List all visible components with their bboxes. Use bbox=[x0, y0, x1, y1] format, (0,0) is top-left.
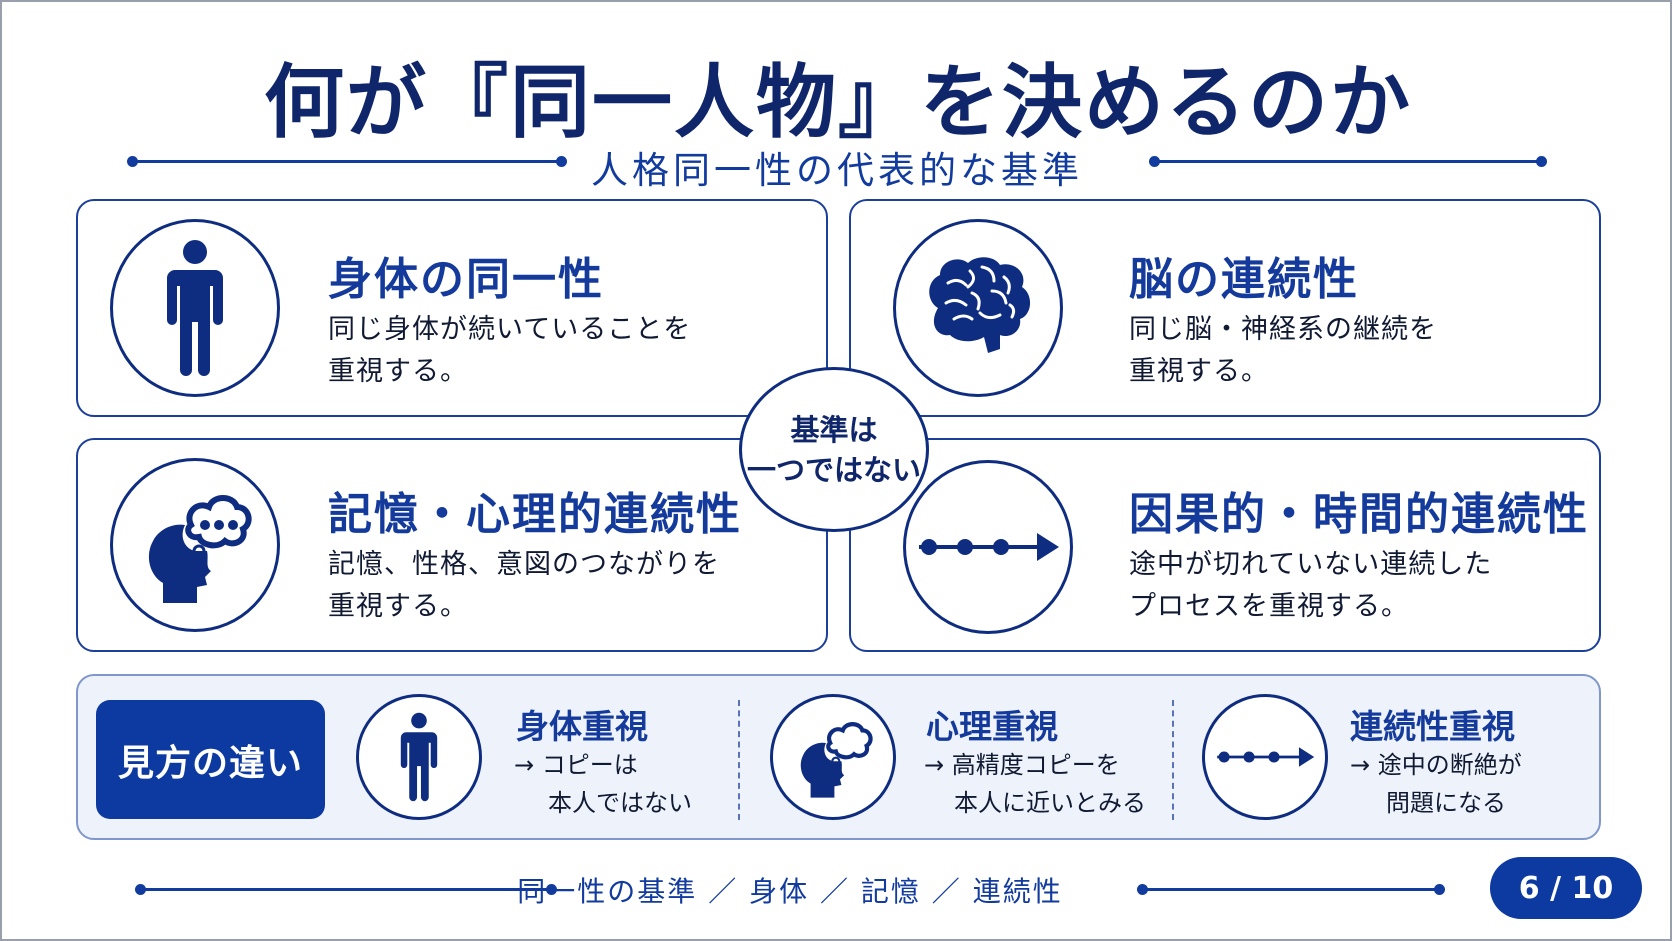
perspective-desc: → 高精度コピーを 本人に近いとみる bbox=[924, 746, 1146, 822]
brain-icon bbox=[893, 219, 1063, 397]
card-desc-line: 同じ身体が続いていることを bbox=[328, 314, 692, 345]
card-desc: 同じ身体が続いていることを 重視する。 bbox=[328, 309, 691, 393]
perspective-desc-line: 本人ではない bbox=[548, 789, 692, 817]
subtitle-left-rule bbox=[127, 156, 567, 167]
card-desc-line: 記憶、性格、意図のつながりを bbox=[328, 549, 720, 580]
divider bbox=[738, 700, 740, 820]
center-badge-line: 基準は bbox=[790, 412, 878, 447]
card-title: 脳の連続性 bbox=[1129, 254, 1359, 305]
footer-right-rule bbox=[1137, 884, 1445, 895]
perspective-desc-line: 本人に近いとみる bbox=[954, 789, 1146, 817]
head-thought-icon bbox=[770, 694, 896, 820]
card-desc-line: 重視する。 bbox=[328, 591, 468, 622]
card-desc-line: 重視する。 bbox=[1129, 356, 1269, 387]
perspective-desc: → 途中の断絶が 問題になる bbox=[1350, 746, 1522, 822]
timeline-arrow-icon bbox=[1202, 694, 1328, 820]
perspective-desc-line: → 途中の断絶が bbox=[1350, 751, 1522, 779]
head-thought-icon bbox=[110, 458, 280, 632]
card-desc: 途中が切れていない連続した プロセスを重視する。 bbox=[1129, 544, 1492, 628]
subtitle-row: 人格同一性の代表的な基準 bbox=[127, 140, 1547, 192]
card-title: 記憶・心理的連続性 bbox=[328, 489, 742, 540]
subtitle-right-rule bbox=[1149, 156, 1547, 167]
divider bbox=[1172, 700, 1174, 820]
timeline-arrow-icon bbox=[903, 460, 1073, 634]
perspective-desc-line: → 高精度コピーを bbox=[924, 751, 1120, 779]
person-icon bbox=[356, 694, 482, 820]
card-title: 因果的・時間的連続性 bbox=[1129, 489, 1589, 540]
footer-left-rule bbox=[135, 884, 557, 895]
footer: 同一性の基準 ／ 身体 ／ 記憶 ／ 連続性 bbox=[135, 870, 1445, 910]
perspective-desc-line: → コピーは bbox=[514, 751, 638, 779]
perspective-label: 見方の違い bbox=[96, 700, 325, 819]
page-title: 何が『同一人物』を決めるのか bbox=[264, 56, 1412, 149]
page-indicator: 6 / 10 bbox=[1490, 857, 1642, 919]
center-badge-line: 一つではない bbox=[746, 452, 921, 487]
card-desc-line: 途中が切れていない連続した bbox=[1129, 549, 1493, 580]
card-desc: 同じ脳・神経系の継続を 重視する。 bbox=[1129, 309, 1437, 393]
perspective-panel: 見方の違い 身体重視 → コピーは 本人ではない 心理重視 → 高精度コピーを … bbox=[76, 674, 1601, 840]
perspective-desc-line: 問題になる bbox=[1386, 789, 1506, 817]
person-icon bbox=[110, 219, 280, 397]
subtitle: 人格同一性の代表的な基準 bbox=[591, 149, 1083, 192]
center-badge: 基準は 一つではない bbox=[739, 367, 929, 532]
perspective-desc: → コピーは 本人ではない bbox=[514, 746, 692, 822]
card-desc: 記憶、性格、意図のつながりを 重視する。 bbox=[328, 544, 720, 628]
perspective-title: 身体重視 bbox=[516, 707, 648, 746]
card-title: 身体の同一性 bbox=[328, 254, 604, 305]
perspective-title: 心理重視 bbox=[926, 707, 1058, 746]
card-desc-line: プロセスを重視する。 bbox=[1129, 591, 1409, 622]
card-desc-line: 重視する。 bbox=[328, 356, 468, 387]
card-psych-continuity: 記憶・心理的連続性 記憶、性格、意図のつながりを 重視する。 bbox=[76, 438, 828, 652]
card-causal-continuity: 因果的・時間的連続性 途中が切れていない連続した プロセスを重視する。 bbox=[849, 438, 1601, 652]
card-desc-line: 同じ脳・神経系の継続を bbox=[1129, 314, 1437, 345]
card-brain-continuity: 脳の連続性 同じ脳・神経系の継続を 重視する。 bbox=[849, 199, 1601, 417]
card-body-identity: 身体の同一性 同じ身体が続いていることを 重視する。 bbox=[76, 199, 828, 417]
perspective-title: 連続性重視 bbox=[1350, 707, 1515, 746]
footer-text: 同一性の基準 ／ 身体 ／ 記憶 ／ 連続性 bbox=[517, 875, 1063, 908]
